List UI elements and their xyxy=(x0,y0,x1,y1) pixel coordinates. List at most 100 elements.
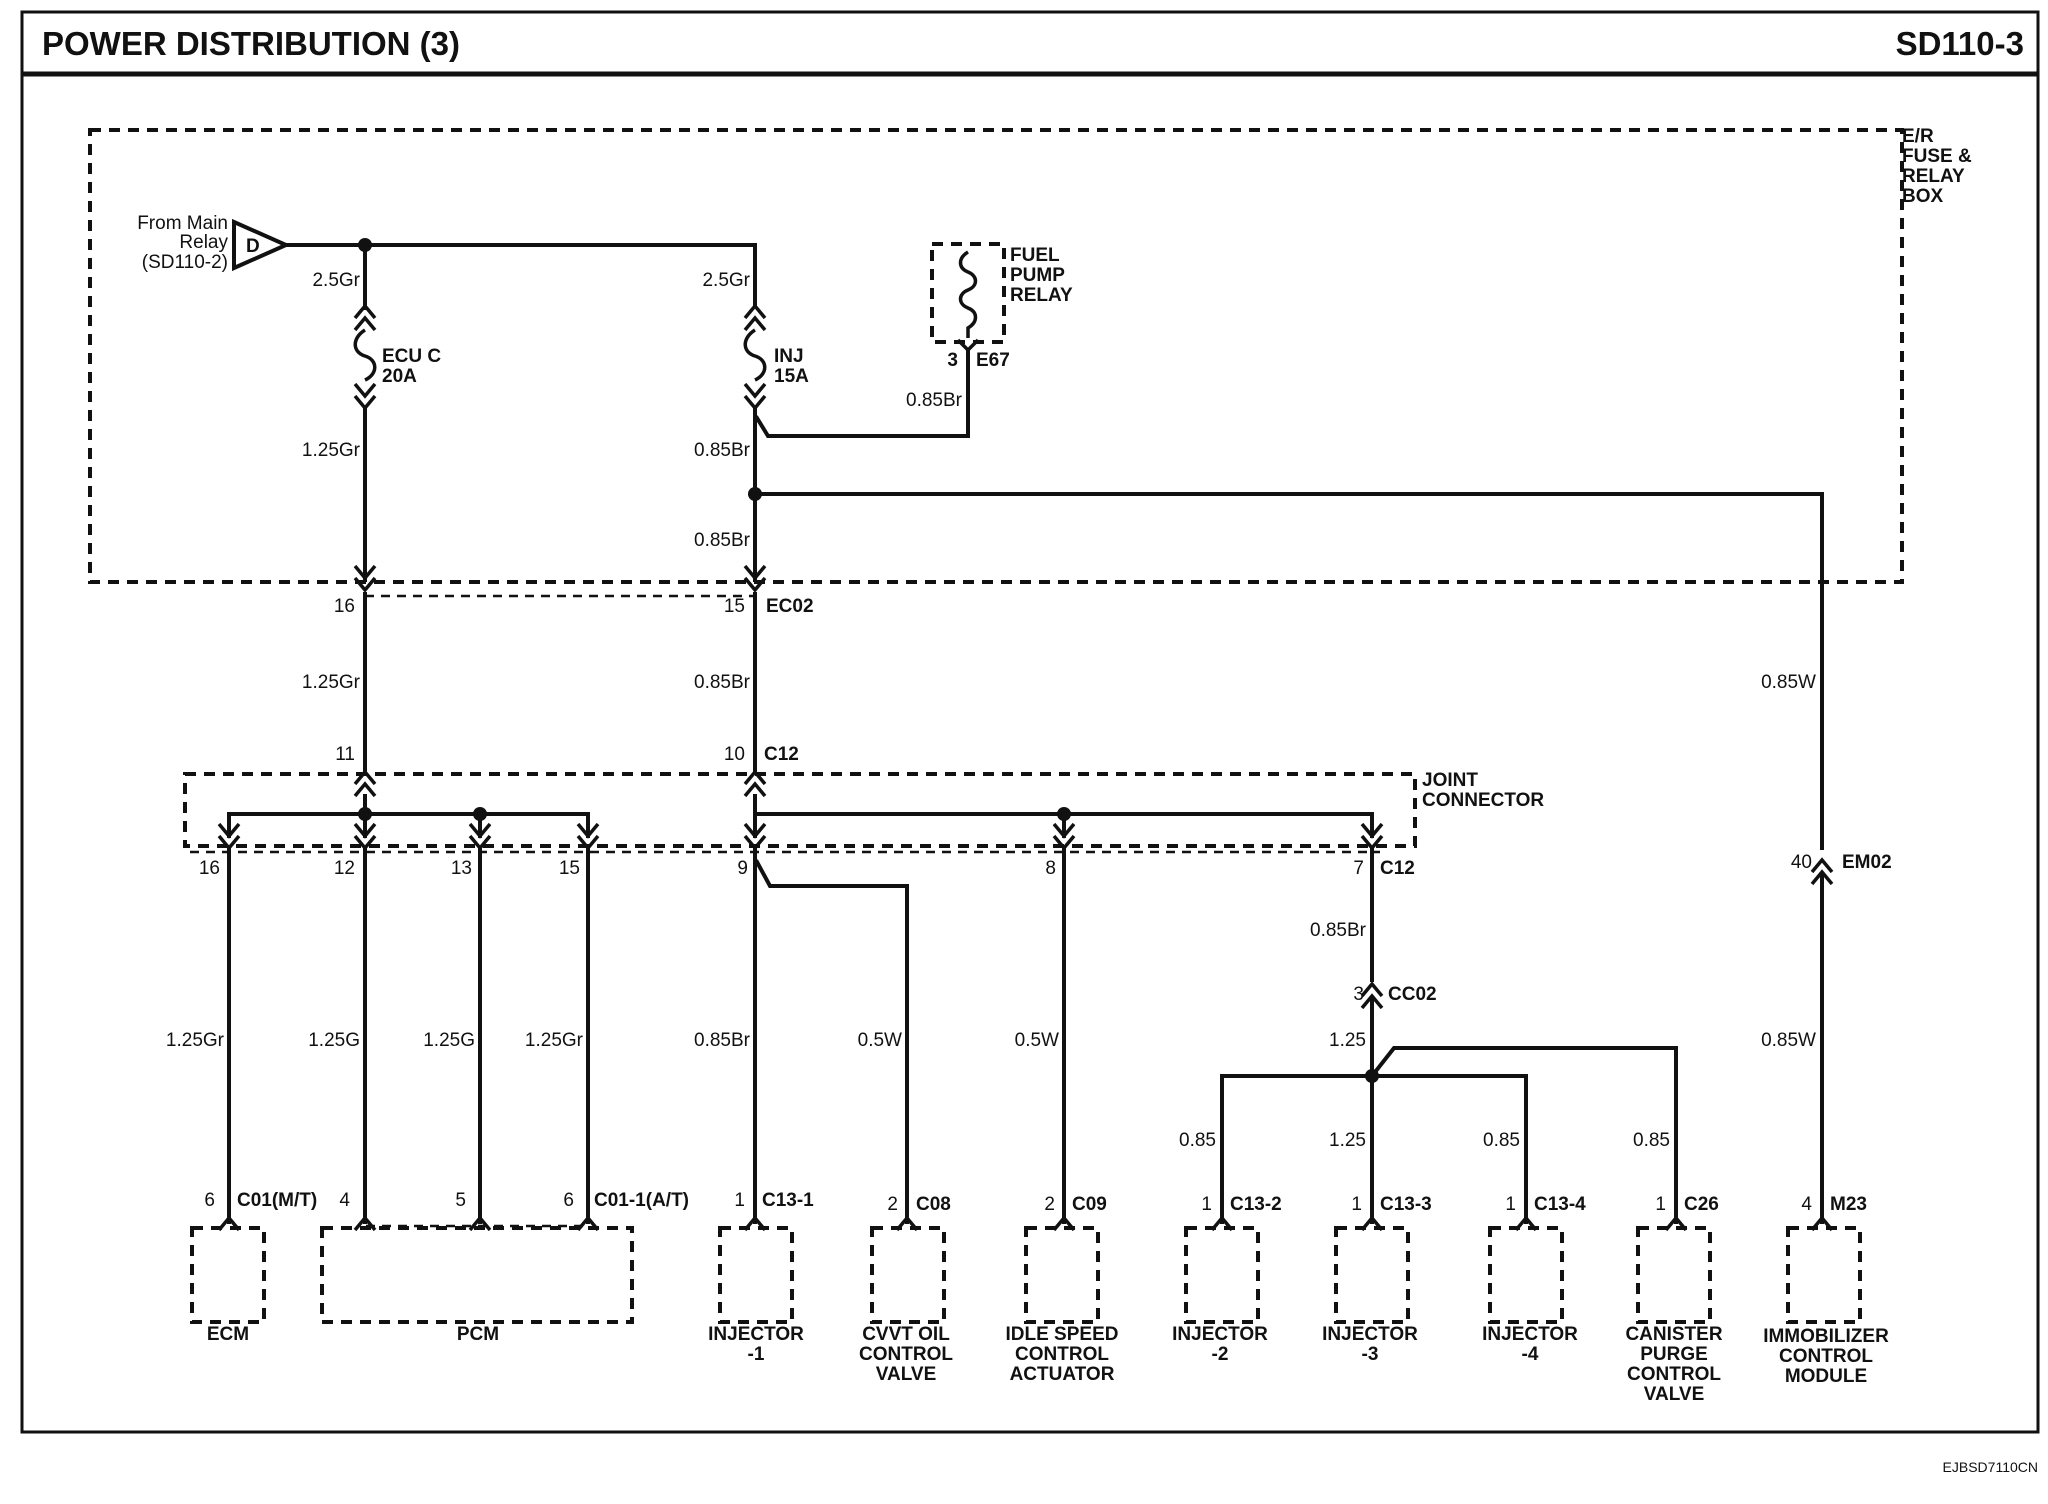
wire-label: 0.85W xyxy=(1761,1030,1816,1051)
svg-text:12: 12 xyxy=(334,858,355,879)
main-feed-wire xyxy=(284,243,757,308)
svg-text:-1: -1 xyxy=(748,1344,765,1365)
main-relay-source: D From Main Relay (SD110-2) xyxy=(137,213,291,273)
splice-joint-a xyxy=(358,807,372,821)
svg-text:D: D xyxy=(246,236,260,257)
connector-ec02: 16 15 EC02 xyxy=(334,564,814,617)
svg-text:10: 10 xyxy=(724,744,745,765)
joint-pin-labels: 16 12 13 15 9 8 7 C12 xyxy=(199,858,1415,879)
svg-text:6: 6 xyxy=(204,1190,215,1211)
svg-text:E/R: E/R xyxy=(1902,126,1934,147)
svg-text:FUSE &: FUSE & xyxy=(1902,146,1972,167)
svg-text:VALVE: VALVE xyxy=(1644,1384,1705,1405)
svg-text:CONNECTOR: CONNECTOR xyxy=(1422,790,1544,811)
wire-label: 1.25Gr xyxy=(302,440,361,461)
svg-text:ECU C: ECU C xyxy=(382,346,441,367)
component-idle-speed-control-actuator: 2 C09 IDLE SPEED CONTROL ACTUATOR xyxy=(1006,1194,1119,1385)
svg-text:PCM: PCM xyxy=(457,1324,499,1345)
svg-text:C13-2: C13-2 xyxy=(1230,1194,1282,1215)
figure-ref: EJBSD7110CN xyxy=(1943,1459,2038,1475)
svg-text:3: 3 xyxy=(947,350,958,371)
svg-text:C12: C12 xyxy=(1380,858,1415,879)
svg-text:1: 1 xyxy=(1201,1194,1212,1215)
svg-text:CVVT OIL: CVVT OIL xyxy=(862,1324,950,1345)
page-border xyxy=(20,10,2040,1434)
svg-text:1.25Gr: 1.25Gr xyxy=(166,1030,225,1051)
svg-text:Relay: Relay xyxy=(179,232,228,253)
component-injector-4: 1 C13-4 INJECTOR -4 xyxy=(1482,1194,1586,1365)
component-canister-purge-control-valve: 1 C26 CANISTER PURGE CONTROL VALVE xyxy=(1625,1194,1722,1405)
svg-text:1.25G: 1.25G xyxy=(423,1030,475,1051)
svg-text:1: 1 xyxy=(1351,1194,1362,1215)
wire-to-cvvt xyxy=(754,859,909,1224)
svg-text:1: 1 xyxy=(1505,1194,1516,1215)
svg-text:RELAY: RELAY xyxy=(1902,166,1965,187)
wire-label: 1.25Gr xyxy=(302,672,361,693)
svg-text:15: 15 xyxy=(724,596,745,617)
splice-joint-c xyxy=(1057,807,1071,821)
svg-text:C13-3: C13-3 xyxy=(1380,1194,1432,1215)
svg-text:0.85: 0.85 xyxy=(1633,1130,1670,1151)
svg-text:C26: C26 xyxy=(1684,1194,1719,1215)
svg-text:3: 3 xyxy=(1353,984,1364,1005)
injector-wire-labels: 0.85 1.25 0.85 0.85 xyxy=(1179,1130,1670,1151)
svg-text:RELAY: RELAY xyxy=(1010,285,1073,306)
svg-text:4: 4 xyxy=(339,1190,350,1211)
component-injector-3: 1 C13-3 INJECTOR -3 xyxy=(1322,1194,1432,1365)
svg-text:IMMOBILIZER: IMMOBILIZER xyxy=(1763,1326,1889,1347)
page-title: POWER DISTRIBUTION (3) xyxy=(42,25,460,62)
svg-text:1: 1 xyxy=(734,1190,745,1211)
svg-text:INJECTOR: INJECTOR xyxy=(1172,1324,1268,1345)
svg-text:0.85: 0.85 xyxy=(1179,1130,1216,1151)
svg-text:PURGE: PURGE xyxy=(1640,1344,1708,1365)
svg-text:ECM: ECM xyxy=(207,1324,249,1345)
svg-text:INJECTOR: INJECTOR xyxy=(708,1324,804,1345)
svg-text:13: 13 xyxy=(451,858,472,879)
wire-label: 1.25 xyxy=(1329,1030,1366,1051)
svg-text:16: 16 xyxy=(199,858,220,879)
wire-immo-feed xyxy=(753,492,1824,850)
svg-text:8: 8 xyxy=(1045,858,1056,879)
svg-text:-3: -3 xyxy=(1362,1344,1379,1365)
svg-text:6: 6 xyxy=(563,1190,574,1211)
section-code: SD110-3 xyxy=(1896,25,2024,62)
svg-text:1.25Gr: 1.25Gr xyxy=(525,1030,584,1051)
er-fuse-relay-box xyxy=(88,128,1904,584)
wire-label: 0.85Br xyxy=(694,440,751,461)
component-injector-1: 1 C13-1 INJECTOR -1 xyxy=(708,1190,814,1365)
joint-bus-left xyxy=(227,812,590,838)
svg-text:E67: E67 xyxy=(976,350,1010,371)
branch-wire-labels: 1.25Gr 1.25G 1.25G 1.25Gr 0.85Br 0.5W 0.… xyxy=(166,920,1367,1051)
svg-text:1.25: 1.25 xyxy=(1329,1130,1366,1151)
svg-text:0.85Br: 0.85Br xyxy=(694,1030,751,1051)
splice-joint-b xyxy=(473,807,487,821)
svg-text:5: 5 xyxy=(455,1190,466,1211)
svg-text:INJECTOR: INJECTOR xyxy=(1482,1324,1578,1345)
svg-text:15: 15 xyxy=(559,858,580,879)
wire-to-canister xyxy=(1369,1046,1678,1224)
svg-text:ACTUATOR: ACTUATOR xyxy=(1010,1364,1115,1385)
svg-text:-2: -2 xyxy=(1212,1344,1229,1365)
svg-text:IDLE SPEED: IDLE SPEED xyxy=(1006,1324,1119,1345)
svg-text:C01-1(A/T): C01-1(A/T) xyxy=(594,1190,689,1211)
svg-text:From Main: From Main xyxy=(137,213,228,234)
svg-text:CONTROL: CONTROL xyxy=(859,1344,953,1365)
fuse-inj: INJ 15A xyxy=(743,303,809,411)
svg-text:0.85Br: 0.85Br xyxy=(1310,920,1367,941)
component-cvvt-oil-control-valve: 2 C08 CVVT OIL CONTROL VALVE xyxy=(859,1194,953,1385)
svg-text:M23: M23 xyxy=(1830,1194,1867,1215)
svg-text:C08: C08 xyxy=(916,1194,951,1215)
joint-connector-c12: 11 10 C12 JOINT CONNECTOR xyxy=(183,744,1544,848)
svg-text:CONTROL: CONTROL xyxy=(1015,1344,1109,1365)
svg-text:0.85: 0.85 xyxy=(1483,1130,1520,1151)
svg-text:16: 16 xyxy=(334,596,355,617)
svg-text:INJ: INJ xyxy=(774,346,804,367)
svg-text:PUMP: PUMP xyxy=(1010,265,1065,286)
svg-text:15A: 15A xyxy=(774,366,809,387)
svg-text:C12: C12 xyxy=(764,744,799,765)
svg-text:FUEL: FUEL xyxy=(1010,245,1060,266)
connector-em02: 40 EM02 xyxy=(1791,852,1892,886)
wire-label: 0.85W xyxy=(1761,672,1816,693)
svg-text:CONTROL: CONTROL xyxy=(1627,1364,1721,1385)
